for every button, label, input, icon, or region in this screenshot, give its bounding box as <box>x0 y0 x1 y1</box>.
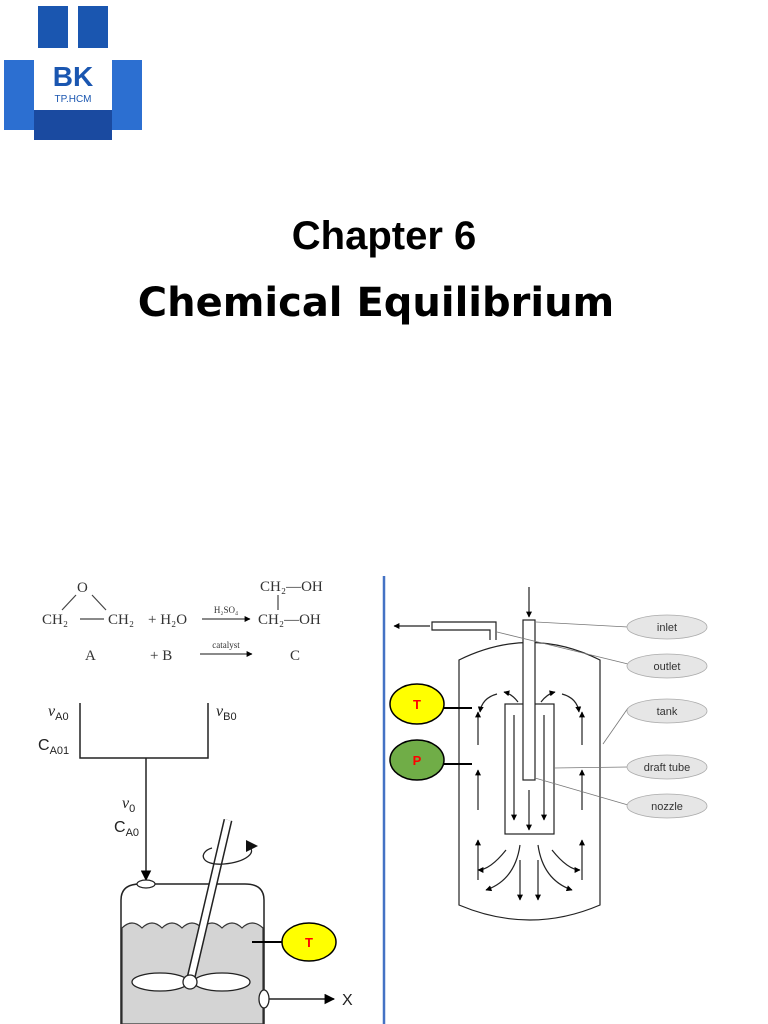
bk-logo: BK TP.HCM <box>4 6 142 140</box>
left-temperature-sensor: T <box>252 922 337 962</box>
right-sensor-p-label: P <box>413 753 422 768</box>
catalyst-acid: H₂SO₄ <box>214 605 238 615</box>
svg-text:CA0: CA0 <box>114 819 139 839</box>
outlet-conversion: X <box>342 992 353 1009</box>
chapter-number: Chapter 6 <box>291 214 477 258</box>
label-c: C <box>290 648 300 664</box>
callout-draft-tube: draft tube <box>626 754 708 780</box>
stirred-tank: X <box>120 818 353 1024</box>
epoxide-oxygen: O <box>77 580 88 596</box>
svg-text:v0: v0 <box>122 795 135 815</box>
right-temperature-sensor: T <box>389 683 472 725</box>
svg-text:vA0: vA0 <box>48 703 69 723</box>
svg-text:CA01: CA01 <box>38 737 69 757</box>
logo-subtext: TP.HCM <box>54 94 91 105</box>
label-a: A <box>85 648 96 664</box>
ca0-symbol: C <box>114 819 126 836</box>
product-top: CH₂—OH <box>260 579 323 595</box>
vb0-symbol: v <box>216 703 224 720</box>
right-sensor-t-label: T <box>413 697 421 712</box>
water: + H₂O <box>148 612 187 628</box>
reaction-equation: O CH₂ CH₂ + H₂O H₂SO₄ CH₂—OH CH₂—OH A + … <box>42 579 323 664</box>
ca01-symbol: C <box>38 737 50 754</box>
epoxide-ch2-right: CH₂ <box>108 612 134 628</box>
left-sensor-t-label: T <box>305 935 313 950</box>
label-b: + B <box>150 648 172 664</box>
svg-text:nozzle: nozzle <box>651 801 683 813</box>
product-bottom: CH₂—OH <box>258 612 321 628</box>
callout-nozzle: nozzle <box>626 793 708 819</box>
feed-streams: vA0 vB0 CA01 v0 CA0 <box>38 703 237 882</box>
catalyst-word: catalyst <box>212 640 240 650</box>
vb0-subscript: B0 <box>223 711 236 723</box>
callout-outlet: outlet <box>626 653 708 679</box>
v0-subscript: 0 <box>129 803 135 815</box>
v0-symbol: v <box>122 795 130 812</box>
logo-text: BK <box>53 61 93 92</box>
svg-text:vB0: vB0 <box>216 703 237 723</box>
reactor-diagrams: O CH₂ CH₂ + H₂O H₂SO₄ CH₂—OH CH₂—OH A + … <box>38 576 708 1024</box>
callout-tank: tank <box>626 698 708 724</box>
svg-text:inlet: inlet <box>657 622 677 634</box>
draft-tube-reactor <box>393 587 629 921</box>
ca01-subscript: A01 <box>50 745 70 757</box>
va0-subscript: A0 <box>55 711 68 723</box>
reactor-callouts: inlet outlet tank draft tube nozzle <box>626 614 708 819</box>
epoxide-ch2-left: CH₂ <box>42 612 68 628</box>
svg-text:outlet: outlet <box>654 661 681 673</box>
ca0-subscript: A0 <box>126 827 139 839</box>
va0-symbol: v <box>48 703 56 720</box>
callout-inlet: inlet <box>626 614 708 640</box>
right-pressure-sensor: P <box>389 739 472 781</box>
svg-text:draft tube: draft tube <box>644 762 690 774</box>
chapter-title: Chemical Equilibrium <box>137 280 615 326</box>
svg-text:tank: tank <box>657 706 678 718</box>
